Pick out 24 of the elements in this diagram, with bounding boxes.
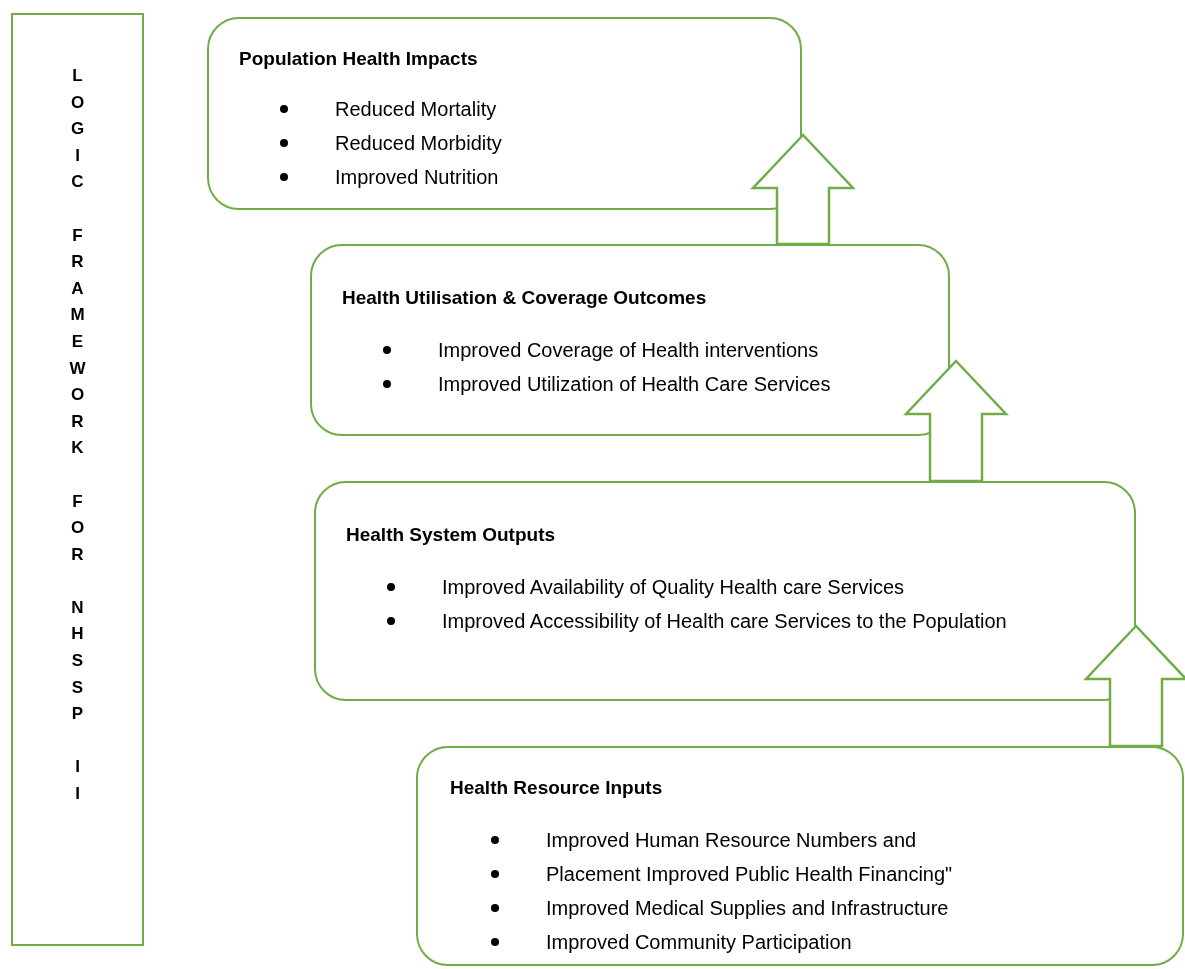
stage-heading: Population Health Impacts: [239, 47, 478, 71]
stage-box: [416, 746, 1184, 966]
stage-heading: Health Utilisation & Coverage Outcomes: [342, 286, 707, 310]
stage-box: [207, 17, 802, 210]
bullet-item: Improved Community Participation: [546, 929, 852, 955]
vertical-title: LOGIC FRAMEWORK FOR NHSSP II: [69, 65, 86, 806]
stage-box: [314, 481, 1136, 701]
bullet-item: Placement Improved Public Health Financing": [546, 861, 953, 887]
bullet-item: Improved Medical Supplies and Infrastructure: [546, 895, 949, 921]
bullet-item: Improved Accessibility of Health care Services to the Population: [442, 608, 1007, 634]
block-arrow: [1083, 624, 1185, 748]
stage-heading: Health System Outputs: [346, 523, 556, 547]
bullet-item: Reduced Mortality: [335, 96, 497, 122]
bullet-item: Improved Availability of Quality Health care Services: [442, 574, 905, 600]
bullet-item: Reduced Morbidity: [335, 130, 502, 156]
stage-heading: Health Resource Inputs: [450, 776, 663, 800]
title-column-box: [11, 13, 144, 946]
bullet-item: Improved Human Resource Numbers and: [546, 827, 917, 853]
bullet-item: Improved Coverage of Health interventions: [438, 337, 819, 363]
stage-box: [310, 244, 950, 436]
block-arrow: [903, 359, 1009, 483]
block-arrow: [750, 133, 856, 246]
bullet-item: Improved Utilization of Health Care Services: [438, 371, 831, 397]
bullet-item: Improved Nutrition: [335, 164, 499, 190]
